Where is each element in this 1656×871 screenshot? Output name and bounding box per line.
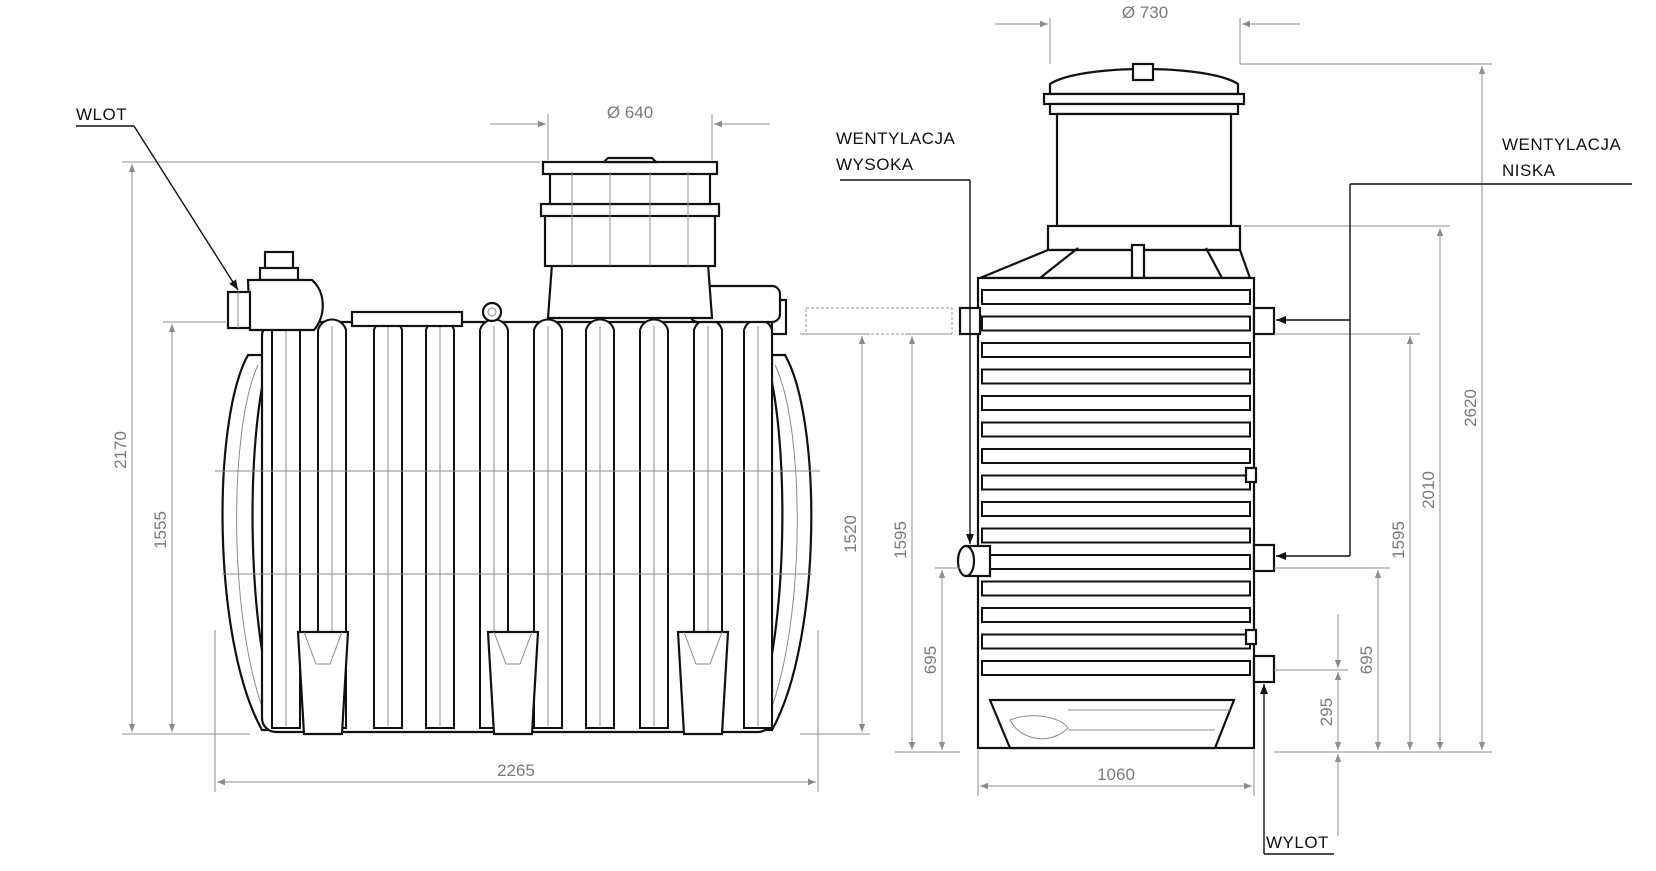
tank-horizontal-rib (981, 315, 1251, 332)
tank-horizontal-rib (981, 421, 1251, 438)
dimension-values: Ø 640 Ø 730 2170 1555 2265 1520 1595 695… (111, 3, 1480, 784)
tank-horizontal-rib (981, 289, 1251, 305)
tank-end-view (956, 62, 1276, 750)
label-wentylacja-wysoka-line1: WENTYLACJA (836, 129, 955, 148)
tank-horizontal-rib (981, 580, 1251, 597)
label-wentylacja-wysoka-line2: WYSOKA (836, 155, 914, 174)
tank-horizontal-rib (981, 554, 1251, 570)
tank-horizontal-rib (981, 607, 1251, 623)
manhole-riser-left (539, 156, 721, 320)
tank-horizontal-rib (981, 395, 1251, 411)
tank-horizontal-rib (981, 474, 1251, 491)
tank-horizontal-rib (981, 448, 1251, 464)
tank-horizontal-rib (981, 501, 1251, 517)
dim-h1520: 1520 (841, 515, 860, 553)
tank-horizontal-rib (981, 368, 1251, 385)
dim-w1060: 1060 (1097, 765, 1135, 784)
dimension-lines (122, 18, 1492, 836)
dim-d730: Ø 730 (1122, 3, 1168, 22)
dim-h1595-left: 1595 (891, 521, 910, 559)
dim-d640: Ø 640 (607, 103, 653, 122)
dim-h2170: 2170 (111, 431, 130, 469)
tank-horizontal-rib (981, 660, 1251, 676)
manhole-lid-right (1042, 62, 1246, 252)
tank-horizontal-rib (981, 527, 1251, 544)
dim-h695-right: 695 (1357, 646, 1376, 674)
tank-horizontal-ribs (981, 289, 1251, 676)
tank-horizontal-rib (981, 342, 1251, 358)
tank-side-view (215, 156, 953, 736)
dim-h295: 295 (1317, 698, 1336, 726)
tank-horizontal-rib (981, 633, 1251, 650)
label-wlot: WLOT (76, 105, 127, 124)
dim-w2265: 2265 (497, 761, 535, 780)
dim-h1595-right: 1595 (1389, 521, 1408, 559)
label-wylot: WYLOT (1266, 833, 1329, 852)
dim-h2010: 2010 (1419, 471, 1438, 509)
inlet-fitting (226, 250, 324, 332)
dim-h2620: 2620 (1461, 389, 1480, 427)
label-leaders (76, 125, 1632, 855)
annotation-labels: WLOT WENTYLACJA WYSOKA WENTYLACJA NISKA … (76, 105, 1621, 852)
label-wentylacja-niska-line2: NISKA (1502, 161, 1556, 180)
dim-h695-left: 695 (921, 646, 940, 674)
label-wentylacja-niska-line1: WENTYLACJA (1502, 135, 1621, 154)
dim-h1555: 1555 (151, 511, 170, 549)
